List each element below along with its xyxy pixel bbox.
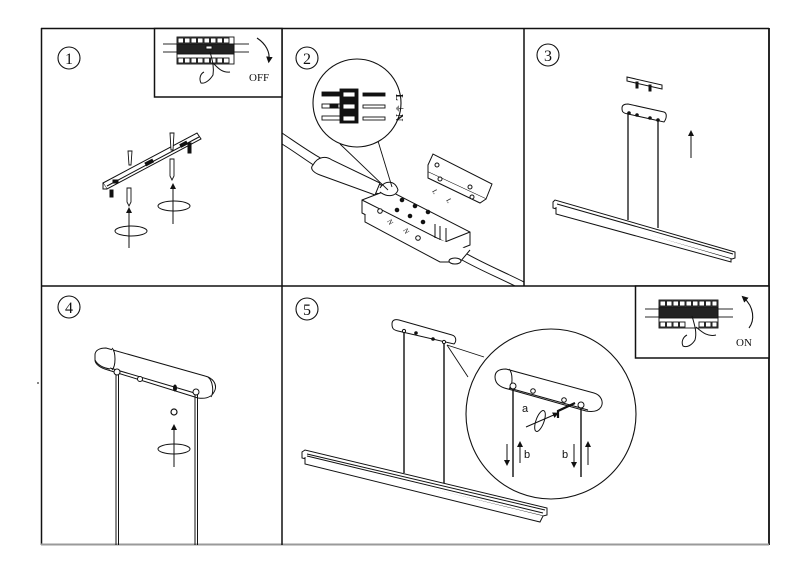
- step-number: 5: [303, 302, 311, 319]
- block-label-n2: N: [401, 227, 410, 235]
- step-number: 2: [303, 51, 311, 68]
- suspension-cables-detail: [512, 389, 582, 477]
- panel-step-4: 4: [57, 295, 216, 545]
- panel-step-1: 1: [57, 27, 283, 248]
- panel-step-3: 3: [536, 43, 736, 263]
- wall-anchor-icons: [127, 132, 175, 166]
- wire-label-live: L: [393, 94, 404, 101]
- step-number-badge: [295, 46, 319, 70]
- hand-icon: [681, 315, 717, 348]
- detail-label-b-left: b: [524, 449, 530, 461]
- led-light-bar: [301, 449, 548, 523]
- step-number: 4: [65, 300, 73, 317]
- breaker-on-inset: ON: [634, 285, 770, 359]
- step-number-badge: [57, 295, 81, 319]
- screw-in-arrow-icons: [114, 183, 191, 248]
- wire-label-earth: ⏚: [394, 104, 404, 113]
- terminal-block: [361, 181, 471, 265]
- cable-adjust-arrows-left: [504, 441, 523, 466]
- block-label-n1: N: [385, 218, 394, 226]
- breaker-off-inset: OFF: [153, 27, 283, 98]
- screw-in-arrow-icon: [157, 424, 191, 467]
- cable-adjust-arrows-right: [571, 441, 591, 468]
- wire-label-neutral: N: [393, 114, 404, 122]
- step-number-badge: [536, 43, 560, 67]
- suspension-cables: [403, 333, 445, 486]
- rotate-down-arrow-icon: [256, 37, 273, 64]
- panel-step-5: 5 ON: [295, 285, 770, 523]
- detail-label-b-right: b: [562, 449, 568, 461]
- suspension-cables: [115, 375, 198, 545]
- block-label-l2: L: [444, 197, 453, 205]
- step-number: 1: [65, 51, 73, 68]
- step-number-badge: [57, 46, 81, 70]
- mounting-bracket: [102, 132, 202, 198]
- panel-grid: [40, 27, 770, 546]
- adjustment-detail-magnifier: a b b: [446, 328, 637, 500]
- rotate-up-arrow-icon: [741, 295, 754, 329]
- rotate-key-arrow-icon: [525, 410, 559, 432]
- wiring-detail-magnifier: L ⏚ N: [312, 58, 404, 191]
- breaker-panel-icon: [645, 299, 733, 329]
- led-light-bar: [552, 199, 736, 263]
- step-number-badge: [295, 297, 319, 321]
- wire-connector-icons: [321, 88, 386, 124]
- switch-on-label: ON: [736, 337, 752, 349]
- block-label-l1: L: [430, 188, 439, 196]
- suspension-cables: [627, 114, 659, 228]
- cable-grip-screw-icon: [170, 408, 178, 416]
- ceiling-canopy-detail: [494, 368, 603, 412]
- ceiling-canopy: [94, 347, 216, 399]
- panel-step-2: 2 N N L L: [281, 46, 525, 287]
- detail-label-a: a: [522, 403, 529, 415]
- ceiling-canopy: [621, 103, 667, 123]
- ceiling-canopy: [391, 319, 457, 345]
- screw-icons: [126, 158, 175, 208]
- breaker-panel-icon: [163, 36, 249, 65]
- terminal-cover: [427, 153, 493, 204]
- step-number: 3: [544, 48, 552, 65]
- switch-off-label: OFF: [249, 72, 269, 84]
- ceiling-bracket: [626, 76, 663, 92]
- hand-icon: [199, 51, 231, 84]
